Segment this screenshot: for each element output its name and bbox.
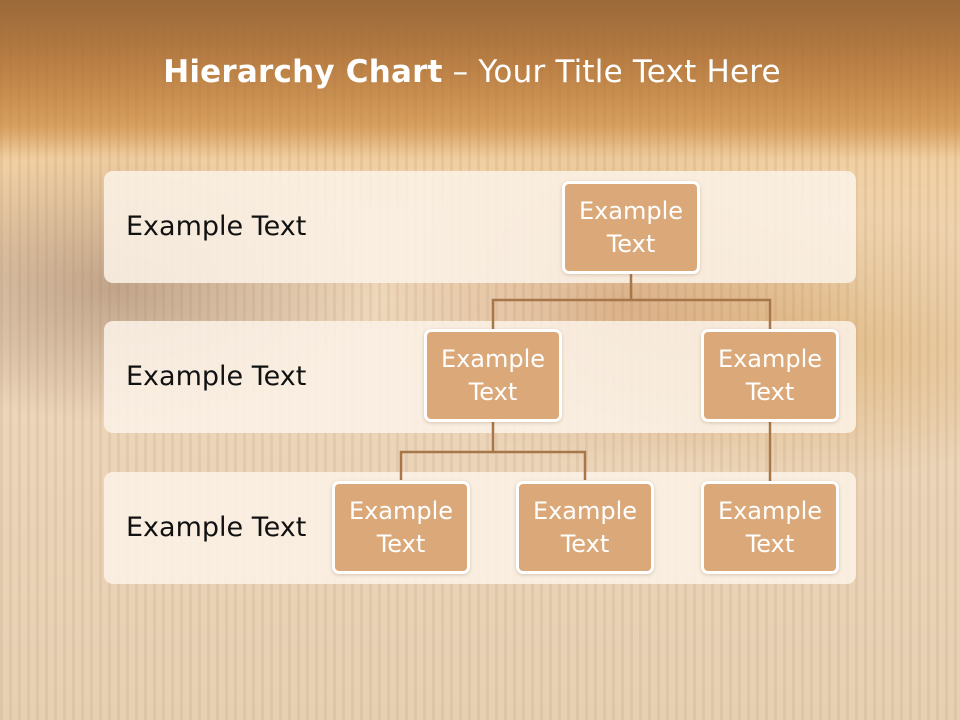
node-level2-left-line2: Text <box>468 377 518 406</box>
connector-left-to-level3 <box>399 450 587 480</box>
node-level3-b[interactable]: Example Text <box>516 481 654 574</box>
node-level2-left[interactable]: Example Text <box>424 329 562 422</box>
title-rest: Your Title Text Here <box>478 54 781 90</box>
node-root-line2: Text <box>606 229 656 258</box>
slide-title: Hierarchy Chart – Your Title Text Here <box>0 54 944 90</box>
node-level3-a-line2: Text <box>376 529 426 558</box>
node-level3-c-line1: Example <box>717 496 823 525</box>
node-level2-left-line1: Example <box>440 344 546 373</box>
title-dash: – <box>442 54 479 90</box>
node-root-line1: Example <box>578 196 684 225</box>
node-level3-b-line2: Text <box>560 529 610 558</box>
title-bold: Hierarchy Chart <box>163 54 443 90</box>
node-level3-a-line1: Example <box>348 496 454 525</box>
header-band <box>0 0 960 150</box>
node-level2-right-line2: Text <box>745 377 795 406</box>
node-level3-c-line2: Text <box>745 529 795 558</box>
node-level3-a[interactable]: Example Text <box>332 481 470 574</box>
node-level2-right[interactable]: Example Text <box>701 329 839 422</box>
connector-root-to-level2 <box>491 298 772 329</box>
node-level2-right-line1: Example <box>717 344 823 373</box>
row-label-level-2: Example Text <box>126 361 307 392</box>
node-level3-b-line1: Example <box>532 496 638 525</box>
node-root[interactable]: Example Text <box>562 181 700 274</box>
row-label-level-3: Example Text <box>126 512 307 543</box>
row-label-level-1: Example Text <box>126 211 307 242</box>
node-level3-c[interactable]: Example Text <box>701 481 839 574</box>
row-band-level-1: Example Text <box>104 171 856 283</box>
